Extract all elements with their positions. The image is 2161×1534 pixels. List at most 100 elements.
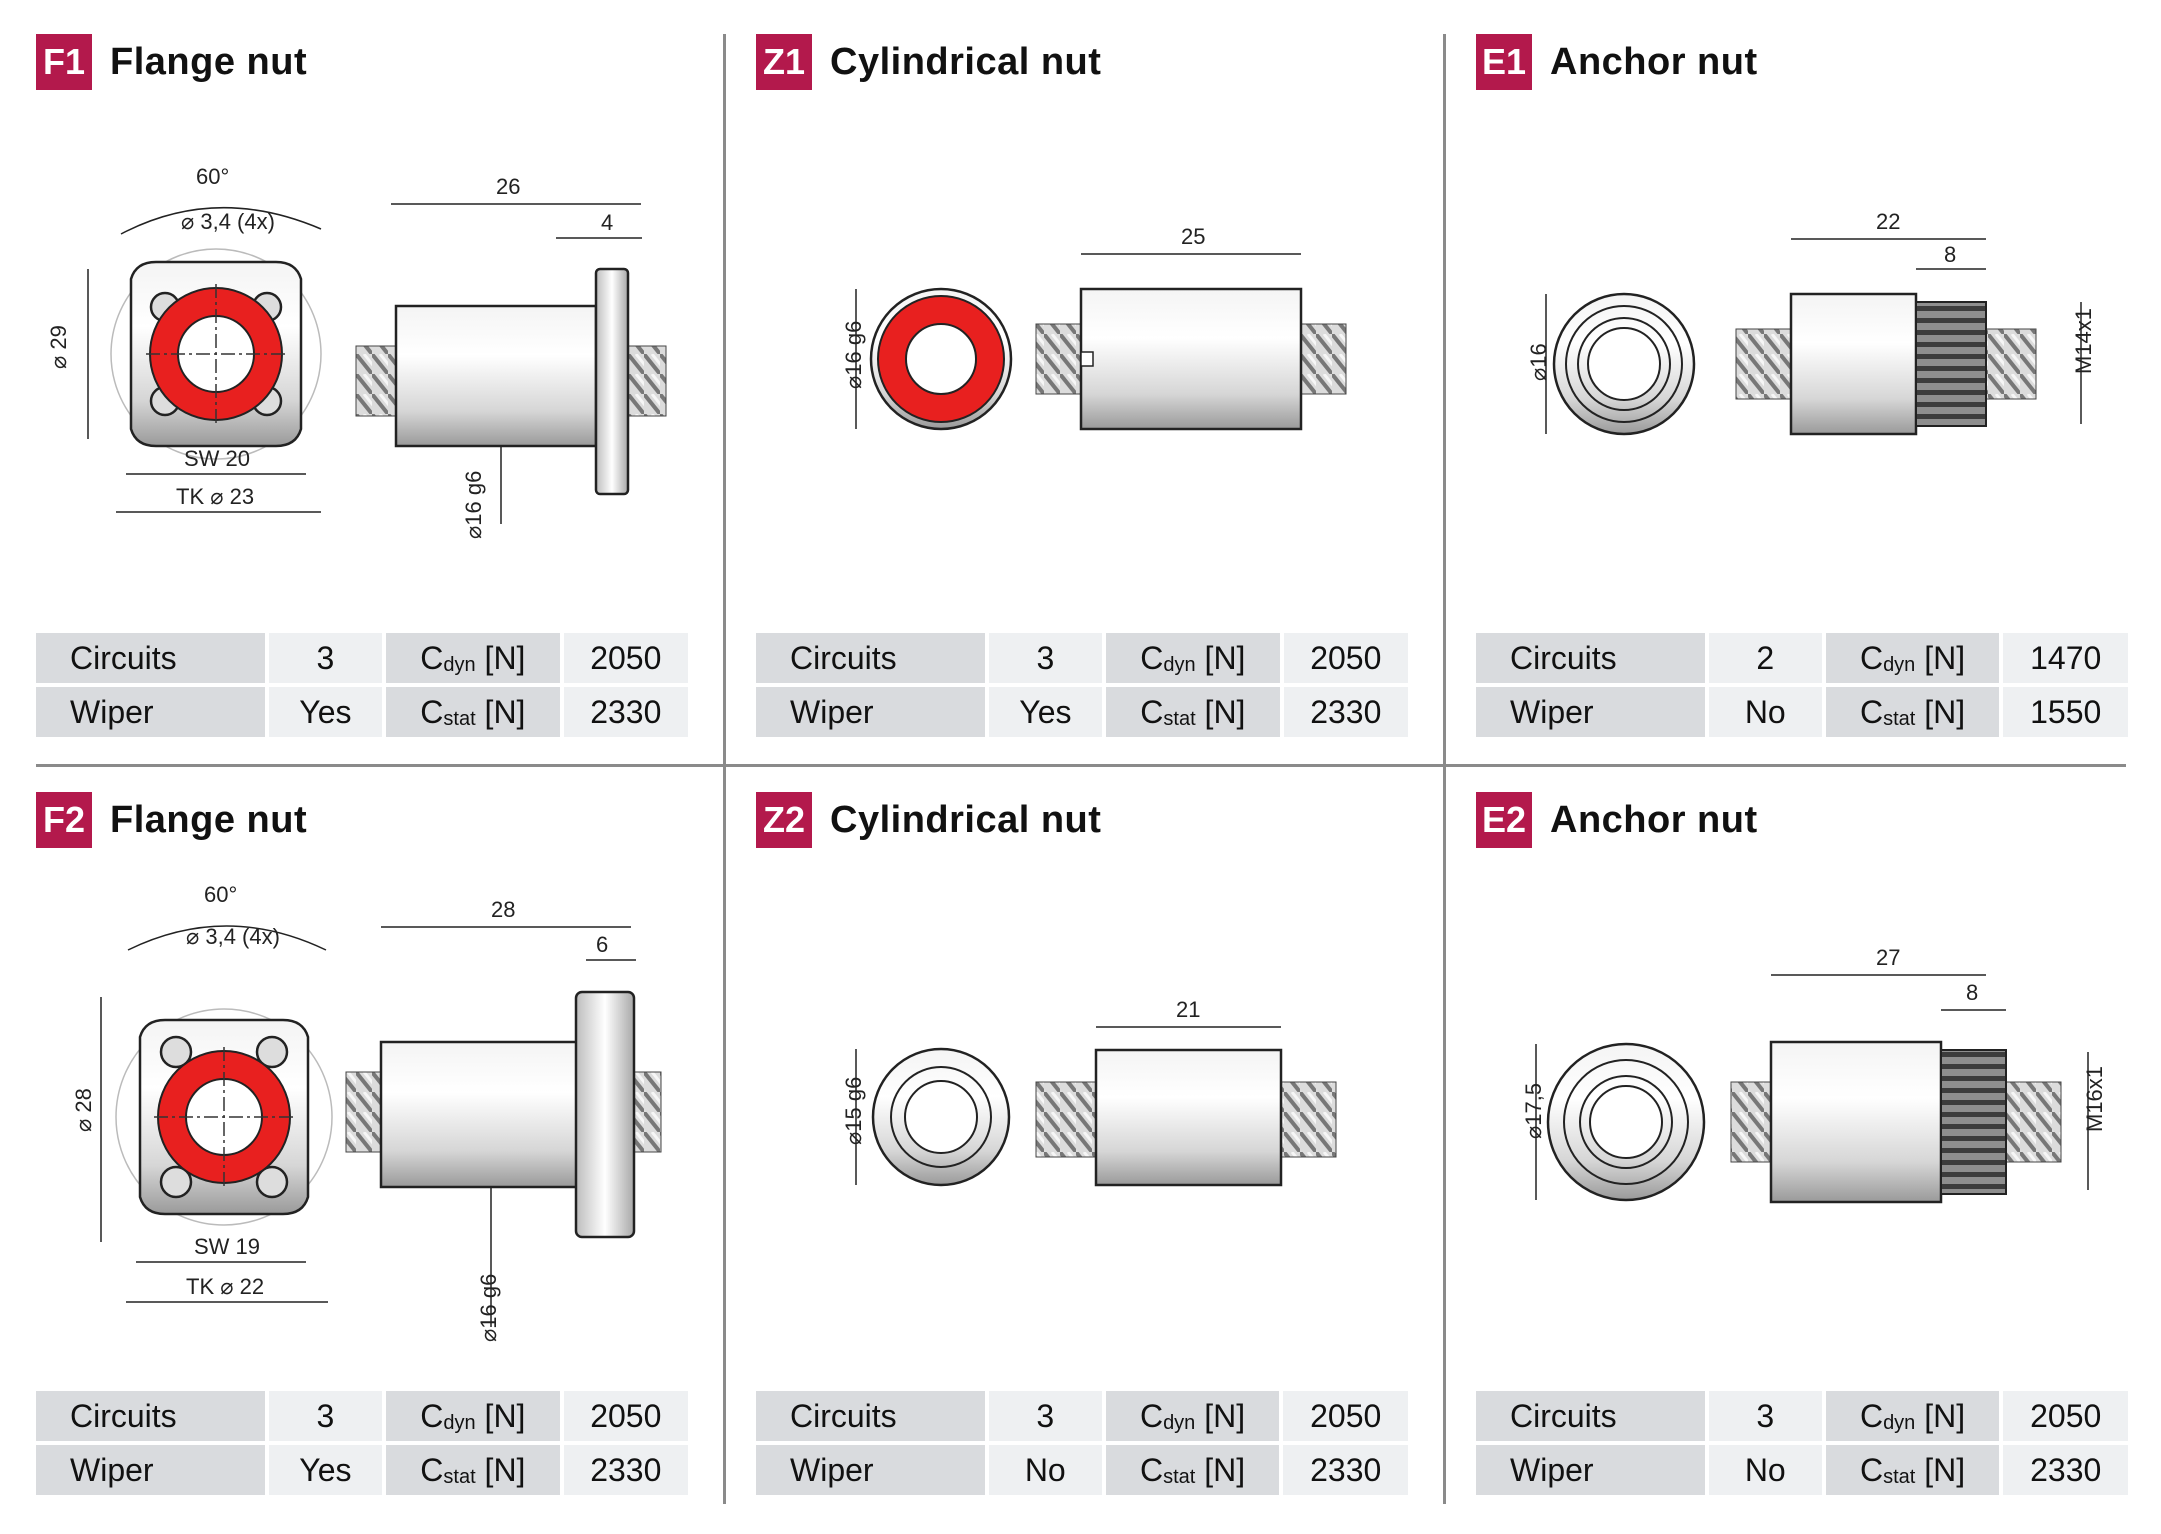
thread-dimension: M16x1 <box>2082 1066 2107 1132</box>
panel-header: F1 Flange nut <box>36 34 307 90</box>
cylinder-front-view <box>871 1047 1011 1187</box>
cdyn-label: Cdyn [N] <box>1825 633 2000 683</box>
angle-dimension: 60° <box>196 164 229 189</box>
tk-dimension: TK ⌀ 23 <box>176 484 254 509</box>
cstat-label: Cstat [N] <box>1106 687 1280 737</box>
outer-dimension: ⌀ 29 <box>46 325 71 369</box>
circuits-label: Circuits <box>1476 633 1705 683</box>
dimension-lines <box>1545 238 2082 434</box>
flange-dimension: 4 <box>601 210 613 235</box>
cylinder-side-view <box>1035 287 1347 431</box>
wiper-label: Wiper <box>36 687 265 737</box>
panel-title: Cylindrical nut <box>830 798 1102 841</box>
hole-dimension: ⌀ 3,4 (4x) <box>181 209 275 234</box>
technical-drawing: ⌀16 22 8 M14x1 <box>1476 114 2136 634</box>
table-row: Wiper Yes Cstat [N] 2330 <box>36 1445 688 1495</box>
panel-header: Z1 Cylindrical nut <box>756 34 1101 90</box>
table-row: Circuits 3 Cdyn [N] 2050 <box>756 1391 1408 1441</box>
dimension-lines <box>855 253 1301 429</box>
flange-dimension: 6 <box>596 932 608 957</box>
divider-middle <box>36 764 2126 767</box>
cstat-label: Cstat [N] <box>386 687 560 737</box>
thread-length-dimension: 8 <box>1966 980 1978 1005</box>
wiper-value: No <box>1708 687 1822 737</box>
panel-title: Anchor nut <box>1550 798 1758 841</box>
flange-side-view <box>345 990 662 1239</box>
product-code-badge: E2 <box>1476 792 1532 848</box>
length-dimension: 26 <box>496 174 520 199</box>
spec-table: Circuits 3 Cdyn [N] 2050 Wiper No Cstat … <box>752 1387 1412 1499</box>
anchor-side-view <box>1730 1040 2062 1204</box>
wiper-label: Wiper <box>36 1445 265 1495</box>
circuits-value: 3 <box>268 633 383 683</box>
wiper-value: Yes <box>988 687 1103 737</box>
panel-header: E2 Anchor nut <box>1476 792 1758 848</box>
cdyn-label: Cdyn [N] <box>1105 1391 1280 1441</box>
circuits-value: 3 <box>988 633 1103 683</box>
divider-left <box>723 34 726 1504</box>
cdyn-label: Cdyn [N] <box>386 1391 560 1441</box>
spec-table: Circuits 3 Cdyn [N] 2050 Wiper Yes Cstat… <box>32 629 692 741</box>
product-code-badge: Z1 <box>756 34 812 90</box>
table-row: Wiper No Cstat [N] 2330 <box>756 1445 1408 1495</box>
panel-title: Cylindrical nut <box>830 40 1102 83</box>
tk-dimension: TK ⌀ 22 <box>186 1274 264 1299</box>
diameter-dimension: ⌀17,5 <box>1521 1083 1546 1139</box>
technical-drawing: ⌀17,5 27 8 M16x1 <box>1476 872 2136 1392</box>
technical-drawing: ⌀16 g6 25 <box>756 114 1416 634</box>
panel-e2-anchor-nut: E2 Anchor nut ⌀17,5 27 8 M16x1 <box>1476 792 2136 1522</box>
cstat-label: Cstat [N] <box>386 1445 560 1495</box>
table-row: Circuits 3 Cdyn [N] 2050 <box>1476 1391 2128 1441</box>
diameter-dimension: ⌀15 g6 <box>841 1077 866 1145</box>
wiper-label: Wiper <box>1476 1445 1705 1495</box>
cdyn-value: 2050 <box>2003 1391 2128 1441</box>
panel-header: Z2 Cylindrical nut <box>756 792 1101 848</box>
circuits-label: Circuits <box>756 1391 985 1441</box>
wiper-value: Yes <box>268 687 383 737</box>
panel-title: Anchor nut <box>1550 40 1758 83</box>
diameter-dimension: ⌀16 g6 <box>841 321 866 389</box>
cdyn-label: Cdyn [N] <box>386 633 560 683</box>
panel-title: Flange nut <box>110 798 308 841</box>
hole-dimension: ⌀ 3,4 (4x) <box>186 924 280 949</box>
diameter-dimension: ⌀16 <box>1526 343 1551 381</box>
table-row: Wiper Yes Cstat [N] 2330 <box>756 687 1408 737</box>
sw-dimension: SW 20 <box>184 446 250 471</box>
divider-right <box>1443 34 1446 1504</box>
cstat-label: Cstat [N] <box>1105 1445 1280 1495</box>
dimension-lines <box>855 1026 1281 1185</box>
spec-table: Circuits 3 Cdyn [N] 2050 Wiper Yes Cstat… <box>32 1387 692 1499</box>
angle-dimension: 60° <box>204 882 237 907</box>
table-row: Wiper No Cstat [N] 2330 <box>1476 1445 2128 1495</box>
cstat-value: 2330 <box>1283 687 1408 737</box>
cstat-label: Cstat [N] <box>1825 687 2000 737</box>
circuits-value: 3 <box>1708 1391 1822 1441</box>
wiper-label: Wiper <box>756 687 985 737</box>
table-row: Wiper Yes Cstat [N] 2330 <box>36 687 688 737</box>
wiper-label: Wiper <box>1476 687 1705 737</box>
table-row: Circuits 3 Cdyn [N] 2050 <box>756 633 1408 683</box>
cstat-value: 2330 <box>1283 1445 1408 1495</box>
panel-header: E1 Anchor nut <box>1476 34 1758 90</box>
table-row: Circuits 2 Cdyn [N] 1470 <box>1476 633 2128 683</box>
bore-dimension: ⌀16 g6 <box>461 471 486 539</box>
length-dimension: 22 <box>1876 209 1900 234</box>
cdyn-label: Cdyn [N] <box>1825 1391 2000 1441</box>
dimension-lines <box>100 925 636 1327</box>
circuits-value: 2 <box>1708 633 1822 683</box>
thread-dimension: M14x1 <box>2071 308 2096 374</box>
sw-dimension: SW 19 <box>194 1234 260 1259</box>
spec-table: Circuits 3 Cdyn [N] 2050 Wiper Yes Cstat… <box>752 629 1412 741</box>
cylinder-front-view <box>869 287 1013 431</box>
cstat-value: 2330 <box>563 1445 688 1495</box>
cdyn-value: 2050 <box>563 633 688 683</box>
cdyn-value: 2050 <box>1283 1391 1408 1441</box>
cstat-label: Cstat [N] <box>1825 1445 2000 1495</box>
circuits-label: Circuits <box>36 1391 265 1441</box>
panel-f2-flange-nut: F2 Flange nut <box>36 792 696 1522</box>
circuits-label: Circuits <box>36 633 265 683</box>
cstat-value: 2330 <box>563 687 688 737</box>
bore-dimension: ⌀16 g6 <box>476 1274 501 1342</box>
length-dimension: 27 <box>1876 945 1900 970</box>
panel-header: F2 Flange nut <box>36 792 307 848</box>
